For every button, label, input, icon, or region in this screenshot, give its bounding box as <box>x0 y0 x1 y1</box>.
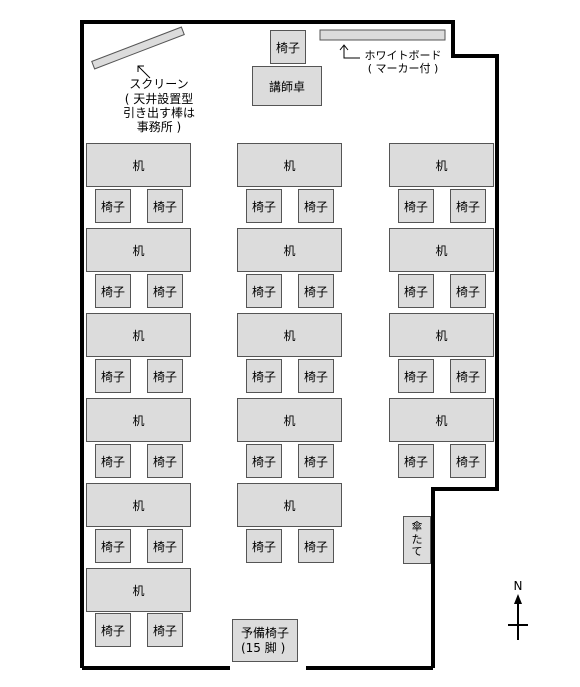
chair: 椅子 <box>398 359 434 393</box>
chair: 椅子 <box>147 189 183 223</box>
chair: 椅子 <box>450 189 486 223</box>
screen-arrow <box>137 65 151 79</box>
chair: 椅子 <box>298 529 334 563</box>
chair: 椅子 <box>147 359 183 393</box>
desk-right-3: 机 <box>389 313 494 357</box>
screen-label: スクリーン ( 天井設置型 引き出す棒は 事務所 ) <box>122 77 195 135</box>
chair: 椅子 <box>95 529 131 563</box>
desk-right-1: 机 <box>389 143 494 187</box>
desk-left-4: 机 <box>86 398 191 442</box>
desk-middle-4: 机 <box>237 398 342 442</box>
projector-screen <box>91 26 185 70</box>
chair: 椅子 <box>450 359 486 393</box>
desk-middle-1: 机 <box>237 143 342 187</box>
desk-left-1: 机 <box>86 143 191 187</box>
chair: 椅子 <box>95 359 131 393</box>
north-label: N <box>513 578 523 593</box>
chair: 椅子 <box>246 529 282 563</box>
chair: 椅子 <box>147 529 183 563</box>
desk-middle-2: 机 <box>237 228 342 272</box>
chair: 椅子 <box>298 189 334 223</box>
chair: 椅子 <box>298 359 334 393</box>
spare-chairs: 予備椅子 (15 脚 ) <box>232 619 298 662</box>
chair: 椅子 <box>147 444 183 478</box>
chair: 椅子 <box>147 274 183 308</box>
desk-left-3: 机 <box>86 313 191 357</box>
desk-right-4: 机 <box>389 398 494 442</box>
whiteboard-arrow <box>343 46 360 59</box>
chair: 椅子 <box>246 274 282 308</box>
chair: 椅子 <box>398 189 434 223</box>
chair: 椅子 <box>398 274 434 308</box>
screen-arrow-head <box>137 65 144 72</box>
chair: 椅子 <box>246 189 282 223</box>
whiteboard <box>319 29 446 41</box>
chair: 椅子 <box>95 613 131 647</box>
chair: 椅子 <box>450 274 486 308</box>
lectern-chair: 椅子 <box>270 30 306 64</box>
lectern: 講師卓 <box>252 66 322 106</box>
desk-right-2: 机 <box>389 228 494 272</box>
room-wall <box>80 20 499 668</box>
chair: 椅子 <box>398 444 434 478</box>
chair: 椅子 <box>95 189 131 223</box>
umbrella-stand: 傘 た て <box>403 516 431 564</box>
north-arrow-head <box>514 594 522 604</box>
whiteboard-label: ホワイトボード ( マーカー付 ) <box>364 48 442 75</box>
whiteboard-arrow-head <box>339 44 349 51</box>
desk-left-5: 机 <box>86 483 191 527</box>
desk-middle-5: 机 <box>237 483 342 527</box>
desk-left-2: 机 <box>86 228 191 272</box>
chair: 椅子 <box>298 444 334 478</box>
desk-left-6: 机 <box>86 568 191 612</box>
chair: 椅子 <box>298 274 334 308</box>
chair: 椅子 <box>95 444 131 478</box>
chair: 椅子 <box>95 274 131 308</box>
chair: 椅子 <box>147 613 183 647</box>
chair: 椅子 <box>246 359 282 393</box>
chair: 椅子 <box>246 444 282 478</box>
desk-middle-3: 机 <box>237 313 342 357</box>
chair: 椅子 <box>450 444 486 478</box>
